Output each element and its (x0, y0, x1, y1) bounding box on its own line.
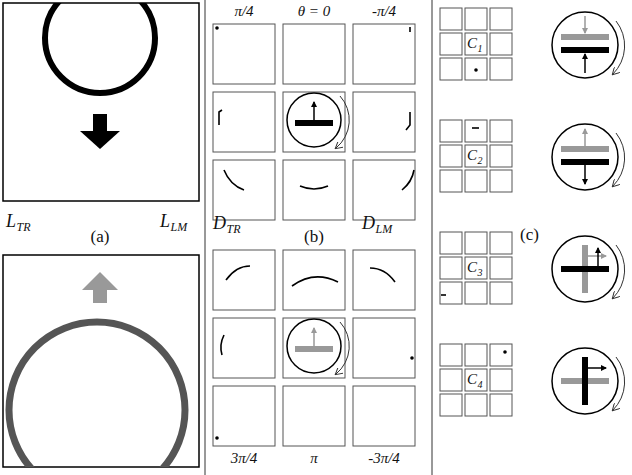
grid-cell (213, 160, 275, 220)
grid-cell (213, 92, 275, 152)
grid-cell (353, 250, 415, 310)
grid-cell (283, 92, 345, 152)
grid-cell (213, 250, 275, 310)
grid-cell (465, 257, 487, 279)
axis-label: (b) (304, 228, 324, 247)
grid-cell (465, 8, 487, 30)
grid-cell (213, 386, 275, 446)
axis-label: D (362, 214, 375, 234)
grid-cell (490, 33, 512, 55)
response-marks (441, 69, 506, 353)
interaction-icon (552, 12, 625, 78)
panel-ltr (3, 0, 199, 201)
grid-cell (465, 344, 487, 366)
grid-cell (353, 160, 415, 220)
grid-cell (440, 369, 462, 391)
axis-label: C (467, 371, 477, 388)
grid-cell (465, 394, 487, 416)
subscript-label: 4 (478, 379, 483, 390)
subscript-label: 1 (478, 43, 483, 54)
grid-cell (440, 145, 462, 167)
axis-label: π (310, 450, 318, 467)
divider (205, 0, 206, 475)
grid-cell (440, 232, 462, 254)
grid-cell (283, 160, 345, 220)
grid-cell (465, 33, 487, 55)
axis-label: L (6, 212, 16, 232)
grid-cell (490, 120, 512, 142)
grid-cell (440, 282, 462, 304)
grid-cell (353, 24, 415, 84)
interaction-icon (552, 124, 625, 190)
grid-cell (490, 232, 512, 254)
grid-cell (440, 58, 462, 80)
grid-cell (490, 344, 512, 366)
grid-cell (353, 92, 415, 152)
grid-cell (283, 250, 345, 310)
axis-label: C (467, 147, 477, 164)
grid-cell (465, 369, 487, 391)
axis-label: L (160, 212, 170, 232)
axis-label: 3π/4 (231, 450, 258, 467)
grid-cell (490, 145, 512, 167)
grid-cell (490, 282, 512, 304)
grid-cell (283, 386, 345, 446)
axis-label: -3π/4 (368, 450, 400, 467)
grid-cell (490, 257, 512, 279)
grid-cell (465, 120, 487, 142)
orientation-icon (287, 93, 349, 148)
axis-label: C (467, 259, 477, 276)
orientation-icon (287, 319, 349, 374)
divider (432, 0, 433, 475)
grid-cell (440, 120, 462, 142)
grid-cell (353, 318, 415, 378)
axis-label: (a) (91, 228, 110, 247)
grid-cell (213, 24, 275, 84)
axis-label: θ = 0 (298, 3, 331, 20)
axis-label: π/4 (234, 3, 253, 20)
axis-label: C (467, 35, 477, 52)
response-marks (216, 27, 414, 439)
grid-cell (490, 58, 512, 80)
grid-cell (465, 282, 487, 304)
subscript-label: 2 (478, 155, 483, 166)
subscript-label: TR (17, 221, 31, 234)
subscript-label: 3 (478, 267, 483, 278)
interaction-icon (552, 236, 625, 302)
grid-cell (440, 344, 462, 366)
panel-llm (3, 255, 199, 475)
grid-cell (353, 386, 415, 446)
grid-cell (465, 170, 487, 192)
interaction-icon (552, 348, 625, 414)
grid-cell (283, 318, 345, 378)
grid-cell (440, 33, 462, 55)
grid-cell (283, 24, 345, 84)
grid-cell (440, 170, 462, 192)
grid-cell (465, 232, 487, 254)
grid-cell (465, 58, 487, 80)
subscript-label: TR (227, 223, 241, 236)
axis-label: (c) (520, 226, 539, 245)
grid-cell (440, 8, 462, 30)
subscript-label: LM (171, 221, 188, 234)
grid-cell (213, 318, 275, 378)
grid-cell (490, 170, 512, 192)
axis-label: D (213, 214, 226, 234)
grid-cell (465, 145, 487, 167)
grid-cell (490, 369, 512, 391)
subscript-label: LM (376, 223, 393, 236)
grid-cell (440, 257, 462, 279)
grid-cell (440, 394, 462, 416)
grid-cell (490, 394, 512, 416)
grid-cell (490, 8, 512, 30)
grid-cells (213, 8, 512, 446)
axis-label: -π/4 (372, 3, 396, 20)
